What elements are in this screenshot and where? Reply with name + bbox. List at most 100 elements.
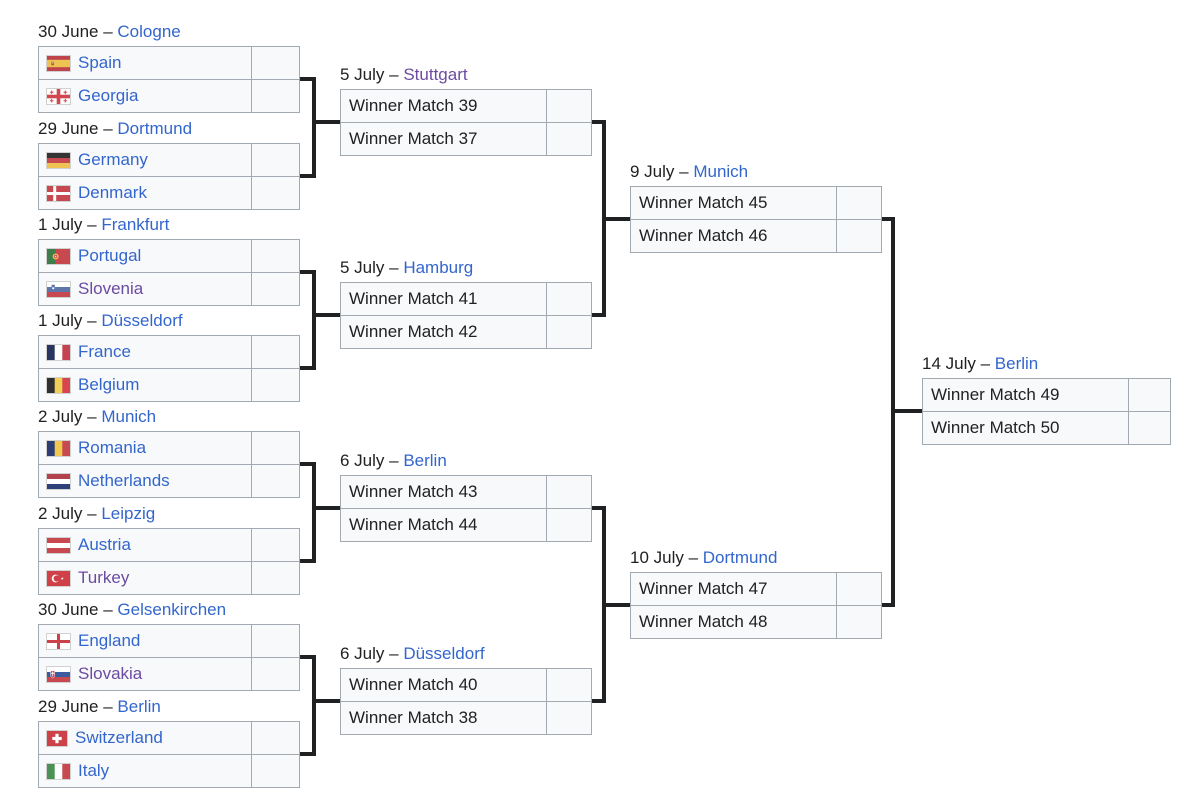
separator: –	[82, 504, 102, 523]
city-link[interactable]: Düsseldorf	[101, 311, 183, 330]
city-link[interactable]: Stuttgart	[403, 65, 468, 84]
team-cell: Denmark	[39, 177, 251, 209]
team-link[interactable]: Georgia	[78, 86, 139, 105]
score-cell	[252, 144, 299, 176]
city-link[interactable]: Berlin	[117, 697, 161, 716]
match-box: Winner Match 45 Winner Match 46	[630, 186, 882, 253]
team-link[interactable]: Belgium	[78, 375, 140, 394]
score-cell	[547, 509, 591, 541]
italy-flag-icon	[47, 763, 70, 779]
score-cell	[837, 220, 881, 252]
belgium-flag-icon	[47, 377, 70, 393]
separator: –	[975, 354, 995, 373]
separator: –	[384, 644, 404, 663]
team-link[interactable]: Italy	[78, 761, 110, 780]
separator: –	[384, 258, 404, 277]
team-link[interactable]: Denmark	[78, 183, 147, 202]
team-cell: Portugal	[39, 240, 251, 272]
city-link[interactable]: Hamburg	[403, 258, 474, 277]
team-cell: Spain	[39, 47, 251, 79]
match-box: England Slovakia	[38, 624, 300, 691]
city-link[interactable]: Leipzig	[101, 504, 156, 523]
team-link[interactable]: England	[78, 631, 141, 650]
bracket-connector-line	[592, 699, 606, 703]
bracket-connector-line	[312, 462, 316, 563]
team-link[interactable]: Spain	[78, 53, 122, 72]
bracket-connector-line	[312, 699, 340, 703]
team-link[interactable]: Switzerland	[75, 728, 163, 747]
team-cell: Winner Match 49	[923, 379, 1128, 411]
match-box: Germany Denmark	[38, 143, 300, 210]
team-placeholder: Winner Match 42	[349, 322, 478, 341]
netherlands-flag-icon	[47, 473, 70, 489]
germany-flag-icon	[47, 152, 70, 168]
team-link[interactable]: Romania	[78, 438, 147, 457]
bracket-connector-line	[312, 655, 316, 756]
bracket-connector-line	[300, 366, 316, 370]
score-cell	[252, 432, 299, 464]
match-date: 1 July	[38, 215, 83, 234]
score-cell	[547, 123, 591, 155]
city-link[interactable]: Berlin	[403, 451, 447, 470]
match-header: 1 July – Düsseldorf	[38, 310, 183, 332]
match-header: 29 June – Berlin	[38, 696, 161, 718]
city-link[interactable]: Munich	[101, 407, 157, 426]
match-date: 29 June	[38, 119, 99, 138]
team-cell: Georgia	[39, 80, 251, 112]
score-cell	[252, 80, 299, 112]
team-cell: Winner Match 45	[631, 187, 836, 219]
score-cell	[252, 273, 299, 305]
score-cell	[547, 476, 591, 508]
city-link[interactable]: Frankfurt	[101, 215, 170, 234]
city-link[interactable]: Gelsenkirchen	[117, 600, 227, 619]
team-link[interactable]: France	[78, 342, 131, 361]
match-box: Winner Match 39 Winner Match 37	[340, 89, 592, 156]
separator: –	[98, 119, 118, 138]
city-link[interactable]: Dortmund	[117, 119, 193, 138]
denmark-flag-icon	[47, 185, 70, 201]
city-link[interactable]: Dortmund	[702, 548, 778, 567]
team-link[interactable]: Slovakia	[78, 664, 143, 683]
match-box: Austria Turkey	[38, 528, 300, 595]
city-link[interactable]: Düsseldorf	[403, 644, 485, 663]
match-header: 14 July – Berlin	[922, 353, 1038, 375]
slovenia-flag-icon	[47, 281, 70, 297]
match-box: Winner Match 43 Winner Match 44	[340, 475, 592, 542]
match-header: 29 June – Dortmund	[38, 118, 192, 140]
bracket-connector-line	[592, 313, 606, 317]
bracket-connector-line	[300, 752, 316, 756]
team-link[interactable]: Portugal	[78, 246, 142, 265]
separator: –	[98, 697, 118, 716]
team-link[interactable]: Turkey	[78, 568, 130, 587]
bracket-connector-line	[592, 120, 606, 124]
separator: –	[98, 600, 118, 619]
match-header: 10 July – Dortmund	[630, 547, 777, 569]
team-link[interactable]: Austria	[78, 535, 131, 554]
match-box: Winner Match 49 Winner Match 50	[922, 378, 1171, 445]
score-cell	[252, 529, 299, 561]
bracket-connector-line	[882, 217, 895, 221]
team-link[interactable]: Slovenia	[78, 279, 144, 298]
city-link[interactable]: Berlin	[994, 354, 1039, 373]
georgia-flag-icon	[47, 88, 70, 104]
match-date: 6 July	[340, 451, 385, 470]
score-cell	[1129, 379, 1170, 411]
city-link[interactable]: Cologne	[117, 22, 181, 41]
austria-flag-icon	[47, 537, 70, 553]
city-link[interactable]: Munich	[693, 162, 749, 181]
team-link[interactable]: Netherlands	[78, 471, 170, 490]
bracket-connector-line	[300, 462, 316, 466]
team-link[interactable]: Germany	[78, 150, 148, 169]
team-placeholder: Winner Match 43	[349, 482, 478, 501]
score-cell	[252, 240, 299, 272]
match-box: Winner Match 41 Winner Match 42	[340, 282, 592, 349]
team-cell: Slovenia	[39, 273, 251, 305]
score-cell	[252, 177, 299, 209]
team-cell: Romania	[39, 432, 251, 464]
team-cell: Winner Match 50	[923, 412, 1128, 444]
score-cell	[547, 90, 591, 122]
bracket-connector-line	[891, 409, 922, 413]
match-header: 5 July – Hamburg	[340, 257, 473, 279]
team-placeholder: Winner Match 41	[349, 289, 478, 308]
team-placeholder: Winner Match 49	[931, 385, 1060, 404]
